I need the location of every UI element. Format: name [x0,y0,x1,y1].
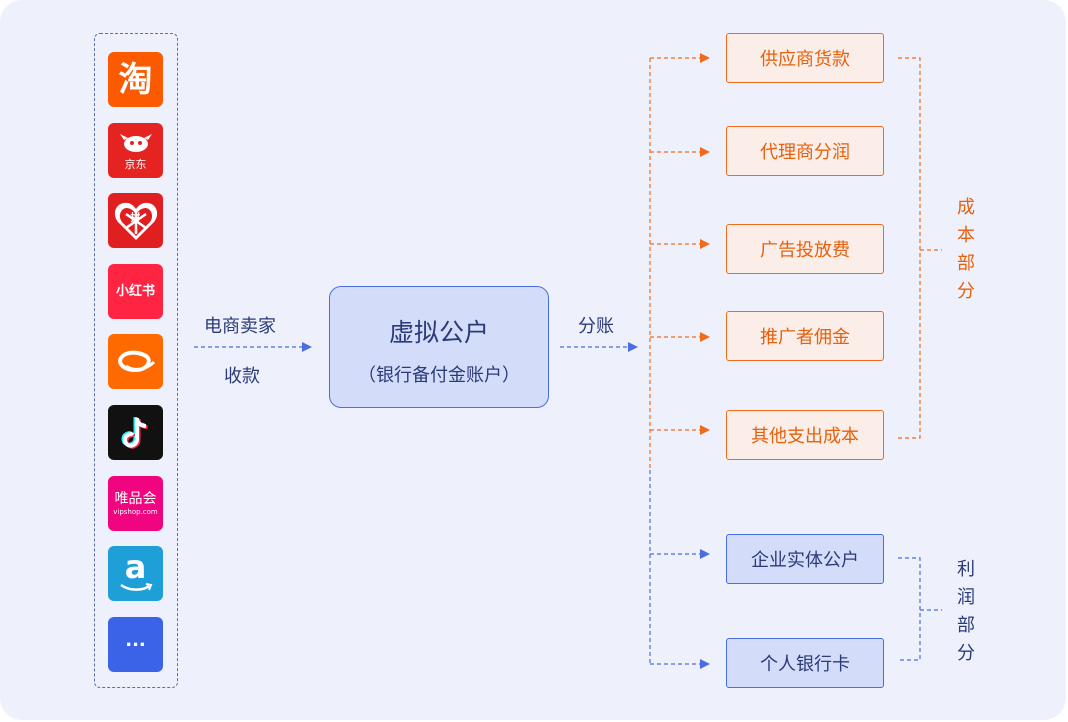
jd-icon: 京东 [108,123,163,178]
cost-group-label: 成 本 部 分 [954,194,978,306]
cost-bracket [898,57,921,439]
collect-label-bottom: 收款 [224,366,260,387]
profit-group-char: 利 [957,559,975,580]
profit-bracket [898,557,921,661]
amazon-smile-shape [119,582,152,591]
more-icon: ... [108,617,163,672]
cost-group-char: 成 [957,197,975,218]
platform-column [94,33,178,688]
douyin-icon [108,405,163,460]
profit-box-personal: 个人银行卡 [726,638,884,688]
alibaba-smile-shape [117,350,155,372]
cost-group-char: 部 [957,253,975,274]
amazon-icon: a [108,546,163,601]
cost-box-ads: 广告投放费 [726,224,884,274]
cost-group-char: 分 [957,281,975,302]
cost-group-char: 本 [957,225,975,246]
profit-group-label: 利 润 部 分 [954,556,978,668]
vipshop-icon: 唯品会 vipshop.com [108,476,163,531]
virtual-account-box: 虚拟公户 （银行备付金账户） [329,286,549,408]
collect-label-top: 电商卖家 [204,316,276,337]
virtual-account-subtitle: （银行备付金账户） [358,365,520,386]
jd-dog-shape [119,134,152,152]
taobao-icon: 淘 [108,52,163,107]
pinduoduo-icon: 拼 [108,193,163,248]
douyin-note-shape [121,416,148,449]
alibaba-icon [108,334,163,389]
cost-box-agent: 代理商分润 [726,126,884,176]
split-label: 分账 [578,316,614,337]
virtual-account-title: 虚拟公户 [388,318,489,347]
profit-box-company: 企业实体公户 [726,534,884,584]
pinduoduo-heart-shape [114,202,157,240]
cost-box-promoter: 推广者佣金 [726,311,884,361]
cost-box-supplier: 供应商货款 [726,33,884,83]
profit-group-char: 部 [957,615,975,636]
xiaohongshu-icon: 小红书 [108,264,163,319]
profit-group-char: 润 [957,587,975,608]
cost-box-other: 其他支出成本 [726,410,884,460]
profit-group-char: 分 [957,643,975,664]
